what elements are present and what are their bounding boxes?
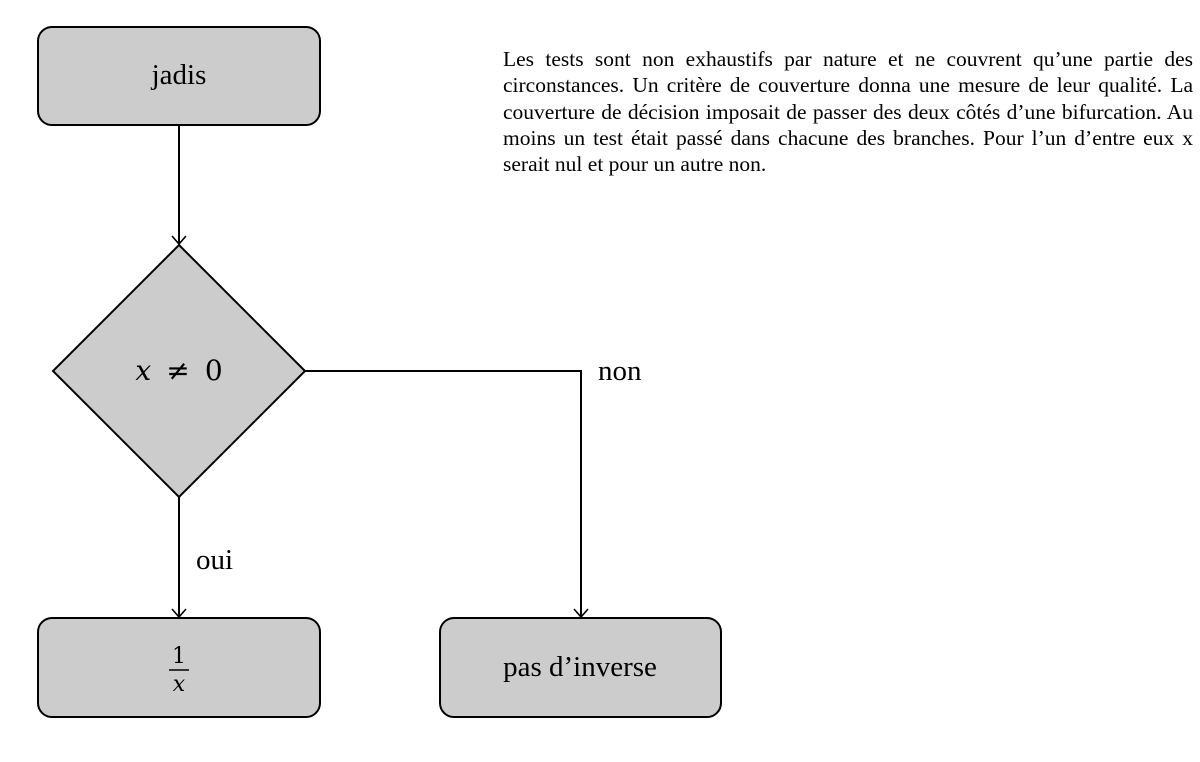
decision-condition: x ≠ 0 [135, 354, 222, 387]
edge-no: non [305, 355, 642, 619]
decision-operator: ≠ [166, 354, 189, 387]
fraction-numerator: 1 [172, 644, 186, 669]
edge-yes-label: oui [196, 544, 233, 576]
decision-node: x ≠ 0 [51, 243, 307, 499]
inverse-node: 1 x [37, 617, 321, 718]
no-inverse-label: pas d’inverse [503, 651, 657, 683]
description-paragraph: Les tests sont non exhaustifs par nature… [503, 47, 1193, 177]
start-node: jadis [37, 26, 321, 126]
edge-yes: oui [171, 497, 233, 619]
decision-variable: x [135, 354, 151, 387]
no-inverse-node: pas d’inverse [439, 617, 722, 718]
edge-start-to-decision [171, 125, 187, 246]
start-node-label: jadis [151, 59, 207, 91]
edge-no-label: non [598, 355, 642, 387]
fraction-denominator: x [173, 672, 186, 697]
decision-value: 0 [205, 354, 223, 387]
